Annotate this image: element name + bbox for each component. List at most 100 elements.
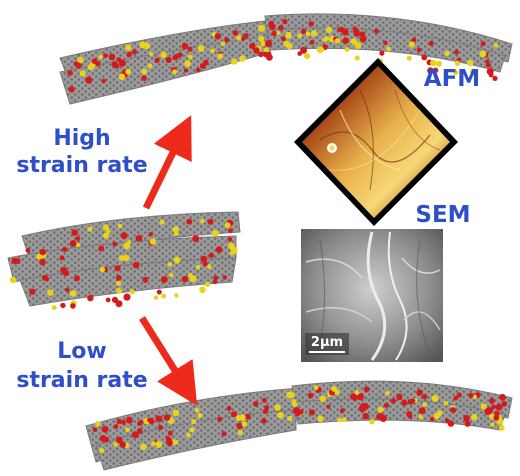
functional-group-atom	[60, 266, 68, 275]
functional-group-atom	[450, 407, 457, 414]
functional-group-atom	[87, 294, 94, 302]
functional-group-atom	[489, 397, 496, 404]
high-strain-arrow	[142, 115, 192, 210]
functional-group-atom	[61, 246, 68, 253]
functional-group-atom	[316, 46, 324, 54]
functional-group-atom	[161, 293, 167, 299]
functional-group-atom	[491, 404, 496, 410]
functional-group-atom	[148, 232, 153, 237]
functional-group-atom	[172, 69, 178, 75]
functional-group-atom	[262, 51, 269, 58]
functional-group-atom	[47, 289, 54, 296]
functional-group-atom	[297, 51, 303, 56]
functional-group-atom	[29, 288, 36, 295]
middle-graphene-stack	[7, 211, 241, 311]
functional-group-atom	[59, 255, 65, 261]
functional-group-atom	[123, 293, 131, 301]
functional-group-atom	[122, 254, 130, 262]
functional-group-atom	[325, 26, 333, 34]
functional-group-atom	[227, 236, 233, 242]
functional-group-atom	[292, 401, 298, 408]
functional-group-atom	[105, 297, 111, 303]
functional-group-atom	[443, 400, 449, 406]
functional-group-atom	[85, 76, 93, 84]
functional-group-atom	[427, 67, 434, 74]
high-label-line2: strain rate	[16, 153, 147, 178]
functional-group-atom	[195, 264, 201, 270]
middle-stack-atoms	[9, 218, 238, 311]
functional-group-atom	[168, 272, 174, 278]
functional-group-atom	[484, 408, 492, 416]
functional-group-atom	[385, 390, 390, 396]
functional-group-atom	[165, 436, 171, 441]
functional-group-atom	[101, 78, 106, 84]
functional-group-atom	[14, 258, 19, 264]
functional-group-atom	[369, 419, 375, 425]
functional-group-atom	[286, 43, 293, 50]
functional-group-atom	[167, 261, 173, 267]
functional-group-atom	[113, 424, 119, 430]
functional-group-atom	[249, 42, 256, 50]
functional-group-atom	[71, 229, 78, 236]
functional-group-atom	[200, 255, 208, 263]
functional-group-atom	[79, 70, 87, 77]
functional-group-atom	[118, 255, 125, 261]
functional-group-atom	[322, 44, 328, 50]
functional-group-atom	[354, 42, 362, 49]
functional-group-atom	[197, 45, 205, 52]
functional-group-atom	[359, 35, 367, 43]
functional-group-atom	[95, 421, 101, 427]
functional-group-atom	[117, 223, 123, 229]
functional-group-atom	[194, 408, 200, 413]
functional-group-atom	[456, 392, 462, 398]
functional-group-atom	[120, 232, 128, 240]
functional-group-atom	[436, 410, 443, 417]
afm-label: AFM	[424, 66, 480, 92]
top-graphene-stack	[59, 13, 513, 105]
functional-group-atom	[147, 63, 153, 69]
functional-group-atom	[408, 41, 415, 48]
functional-group-atom	[160, 51, 167, 58]
functional-group-atom	[173, 256, 181, 264]
functional-group-atom	[154, 57, 160, 64]
functional-group-atom	[141, 75, 147, 81]
functional-group-atom	[362, 412, 370, 420]
functional-group-atom	[153, 295, 159, 300]
functional-group-atom	[172, 409, 180, 417]
functional-group-atom	[436, 60, 442, 67]
functional-group-atom	[253, 401, 259, 407]
functional-group-atom	[286, 391, 294, 399]
functional-group-atom	[260, 42, 265, 47]
functional-group-atom	[359, 31, 366, 38]
functional-group-atom	[298, 409, 304, 415]
functional-group-atom	[102, 232, 109, 239]
functional-group-atom	[285, 31, 292, 39]
functional-group-atom	[454, 60, 461, 66]
functional-group-atom	[224, 222, 231, 229]
functional-group-atom	[383, 40, 388, 45]
functional-group-atom	[468, 392, 474, 399]
functional-group-atom	[119, 59, 126, 67]
functional-group-atom	[480, 41, 486, 47]
functional-group-atom	[416, 47, 422, 53]
functional-group-atom	[214, 33, 222, 40]
functional-group-atom	[137, 421, 142, 426]
functional-group-atom	[191, 419, 197, 425]
functional-group-atom	[111, 61, 119, 68]
functional-group-atom	[51, 305, 57, 311]
functional-group-atom	[139, 41, 147, 49]
functional-group-atom	[374, 28, 379, 34]
functional-group-atom	[227, 228, 233, 234]
functional-group-atom	[87, 226, 93, 232]
functional-group-atom	[112, 241, 118, 247]
functional-group-atom	[172, 226, 179, 233]
functional-group-atom	[229, 251, 234, 256]
functional-group-atom	[118, 73, 126, 81]
functional-group-atom	[119, 441, 126, 448]
functional-group-atom	[202, 261, 208, 267]
functional-group-atom	[406, 55, 412, 61]
functional-group-atom	[479, 50, 487, 58]
functional-group-atom	[432, 67, 439, 74]
functional-group-atom	[226, 405, 232, 411]
